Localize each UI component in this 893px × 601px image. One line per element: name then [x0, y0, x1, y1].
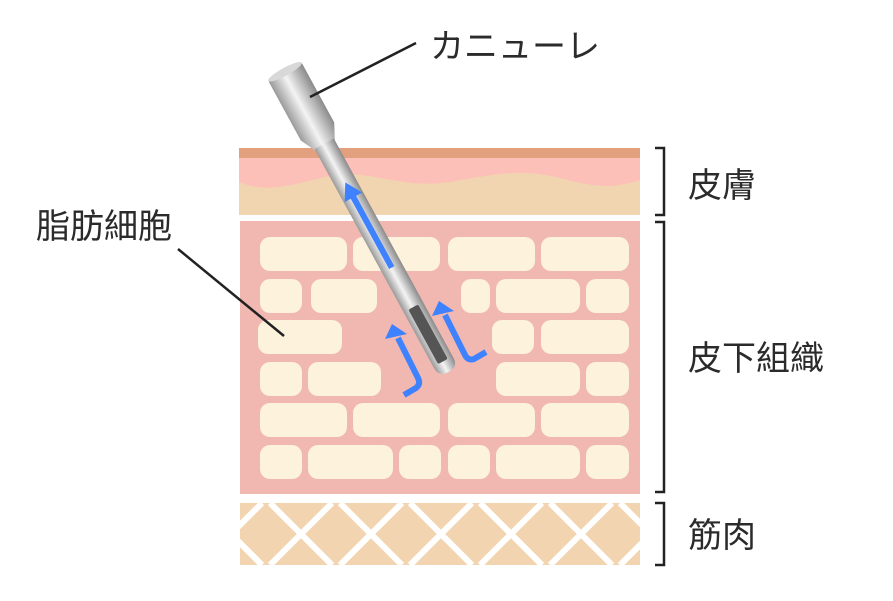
muscle-layer: [130, 503, 640, 565]
muscle-fiber-line: [617, 503, 640, 528]
fat-cell: [586, 279, 629, 313]
fat-cells-label: 脂肪細胞: [36, 207, 172, 247]
skin-layer: [239, 148, 640, 215]
fat-cell: [399, 445, 441, 479]
fat-cell: [258, 320, 342, 354]
fat-cell: [448, 445, 490, 479]
muscle-fiber-line: [477, 503, 545, 565]
muscle-fiber-line: [240, 538, 265, 565]
fat-cell: [260, 445, 302, 479]
arrow-up-icon: [344, 182, 395, 269]
subcutaneous-label: 皮下組織: [688, 339, 824, 379]
fat-cell: [260, 279, 302, 313]
fat-cell: [260, 237, 347, 271]
suction-arrows: [395, 313, 488, 398]
fat-cell: [260, 362, 302, 396]
skin-bracket: [655, 146, 666, 217]
muscle-fiber-line: [407, 503, 475, 565]
muscle-fiber-line: [130, 503, 192, 565]
muscle-fiber-line: [130, 503, 192, 565]
muscle-fiber-line: [240, 503, 265, 530]
cannula-leader-line: [309, 41, 417, 99]
muscle-bracket: [655, 501, 666, 567]
fat-cell: [311, 279, 377, 313]
fat-cell: [496, 362, 580, 396]
fat-cell: [586, 445, 629, 479]
skin-label: 皮膚: [688, 166, 756, 206]
fat-cell: [541, 237, 629, 271]
fat-cell: [586, 362, 629, 396]
fat-cell: [496, 279, 580, 313]
subcutaneous-bracket: [655, 220, 666, 494]
fat-cell: [496, 445, 580, 479]
muscle-fiber-line: [547, 503, 615, 565]
fat-cell: [541, 403, 629, 437]
muscle-label: 筋肉: [688, 516, 756, 556]
fat-cell: [353, 403, 440, 437]
fat-cell: [541, 320, 629, 354]
fat-cell: [308, 445, 393, 479]
fat-cell: [461, 279, 490, 313]
arrow-head-icon: [385, 324, 407, 339]
fat-cell: [448, 403, 535, 437]
muscle-fiber-line: [337, 503, 405, 565]
arrow-head-icon: [432, 301, 454, 316]
fat-cell: [448, 237, 535, 271]
muscle-fiber-line: [267, 503, 335, 565]
fat-cell: [260, 403, 347, 437]
cannula-label: カニューレ: [430, 27, 600, 67]
fat-cell: [308, 362, 381, 396]
cannula: [268, 62, 456, 375]
fat-cell: [492, 320, 534, 354]
fat-cells: [258, 237, 629, 479]
muscle-fiber-line: [617, 540, 640, 565]
fat-cells-leader-line: [177, 248, 285, 337]
